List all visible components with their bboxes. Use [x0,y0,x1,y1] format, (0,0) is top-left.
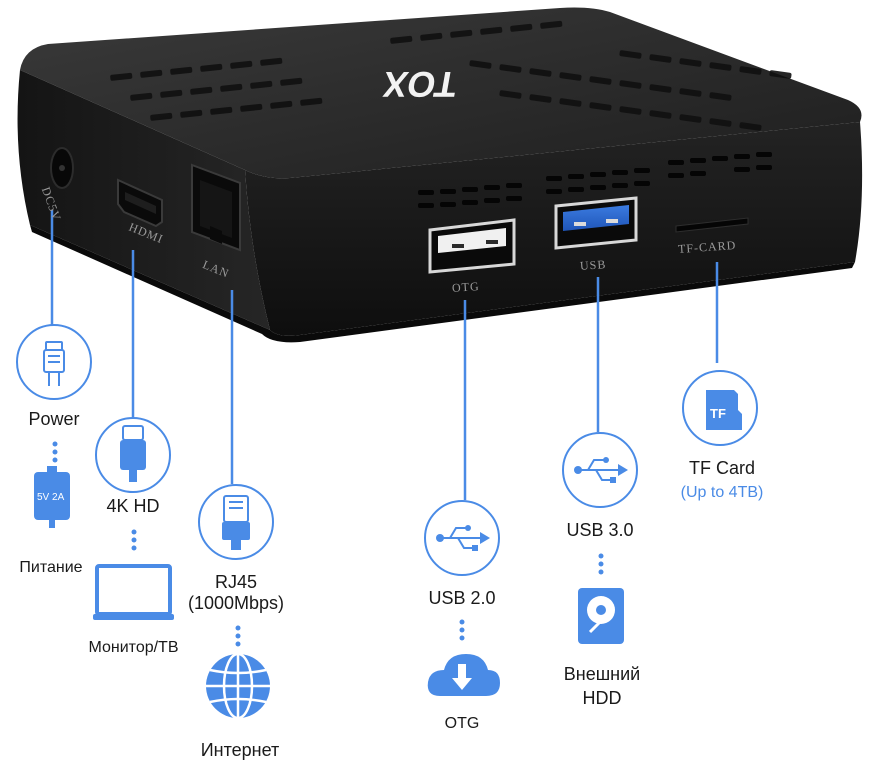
usb-symbol-icon [574,457,628,483]
ethernet-plug-icon [222,495,250,550]
otg-label: USB 2.0 [428,588,496,608]
lan-label: RJ45 [214,572,258,592]
power-plug-icon [43,341,65,386]
hdmi-label: 4K HD [106,496,160,516]
lan-callout-ring [198,484,274,560]
top-vents [110,20,792,131]
device-top [20,7,862,179]
front-vents [418,152,772,208]
cloud-download-icon [427,654,500,696]
dot-connectors [52,441,604,647]
tf-capacity-note: (Up to 4TB) [680,484,764,501]
device-front-face [245,122,863,336]
usb3-port [554,196,638,250]
monitor-icon [93,564,174,620]
dc-power-port [50,147,74,189]
tf-callout-ring: TF [682,370,758,446]
callout-lines [50,210,719,500]
hdmi-callout-ring [95,417,171,493]
tf-card-icon-text: TF [710,406,726,421]
lan-port [191,163,241,252]
usb3-sub-label-2: HDD [582,688,622,708]
hdd-icon [578,588,624,644]
usb-symbol-icon [436,525,490,551]
adapter-text: 5V 2A [37,492,65,503]
power-label: Power [28,409,80,429]
usb3-sub-label: Внешний [563,664,641,684]
power-adapter-icon: 5V 2A [34,466,70,528]
globe-icon [206,652,270,720]
usb3-callout-ring [562,432,638,508]
port-label-otg: OTG [451,279,481,295]
otg-usb-port [428,218,516,274]
lan-sub-label: Интернет [200,740,280,760]
hdmi-cable-icon [120,425,146,482]
hdmi-port [117,178,163,228]
power-sub-label: Питание [19,559,83,576]
port-label-usb: USB [579,257,607,273]
power-callout-ring [16,324,92,400]
hdmi-sub-label: Монитор/ТВ [88,639,179,656]
tf-card-icon: TF [706,390,742,430]
lan-label-speed: (1000Mbps) [187,593,285,613]
usb3-label: USB 3.0 [566,520,634,540]
otg-callout-ring [424,500,500,576]
tf-label: TF Card [688,458,755,478]
device-logo: TOX [380,64,461,105]
otg-sub-label: OTG [444,715,480,732]
tf-card-slot [675,217,749,233]
tv-box-device: TOX [17,7,863,343]
